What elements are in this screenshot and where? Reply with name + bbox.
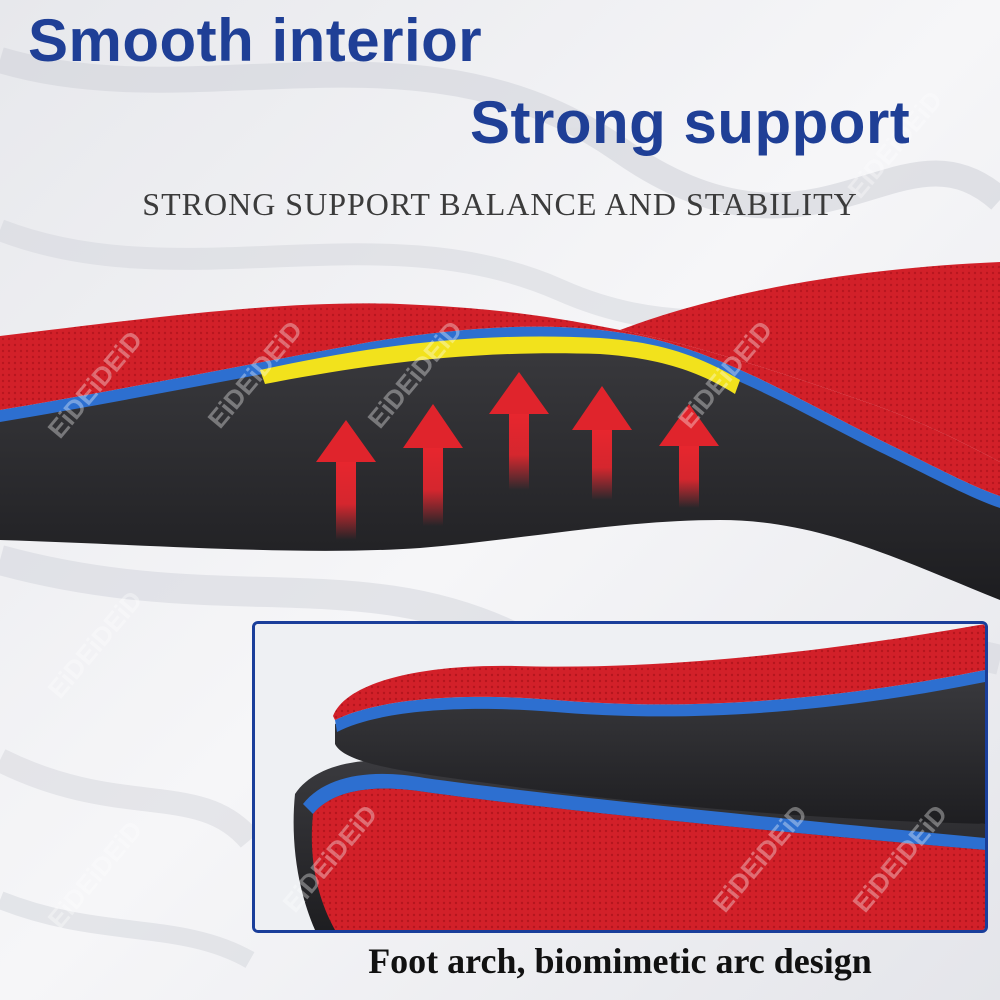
lower-insole (293, 760, 985, 930)
support-arrows (316, 372, 719, 540)
tagline: STRONG SUPPORT BALANCE AND STABILITY (142, 186, 858, 222)
inset-insole-photo: EiDEiDEiD EiDEiDEiD EiDEiDEiD (255, 624, 985, 930)
arrow-2 (403, 404, 463, 526)
insole-side-view (0, 262, 1000, 600)
headline-line-1: Smooth interior (28, 7, 483, 74)
arrow-4 (572, 386, 632, 500)
inset-caption: Foot arch, biomimetic arc design (368, 941, 872, 981)
inset-photo-frame: EiDEiDEiD EiDEiDEiD EiDEiDEiD (252, 621, 988, 933)
arrow-5 (659, 404, 719, 508)
arrow-1 (316, 420, 376, 540)
upper-insole (333, 624, 985, 824)
headline-line-2: Strong support (470, 89, 911, 156)
arrow-3 (489, 372, 549, 490)
